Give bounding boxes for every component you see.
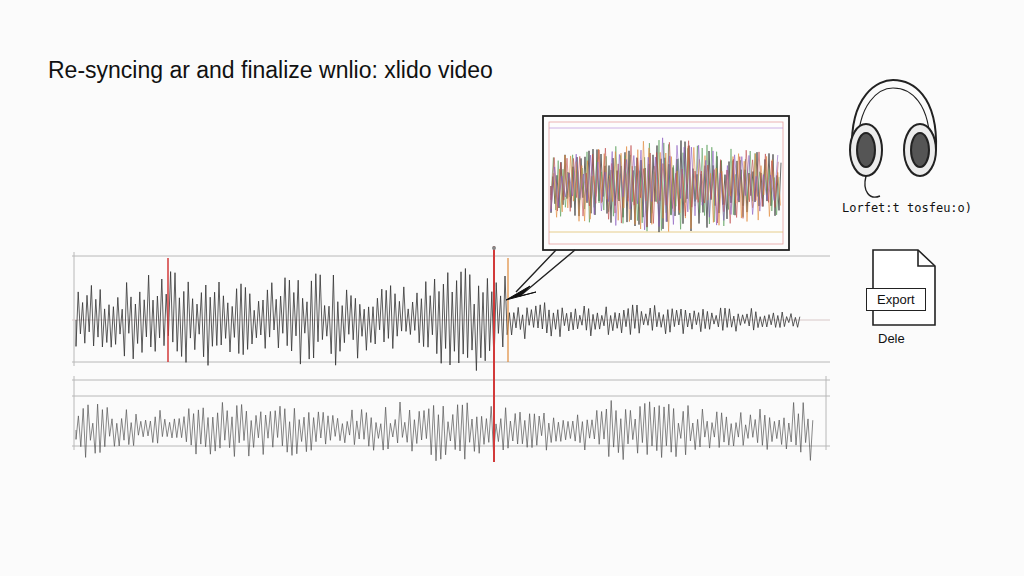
headphones-icon xyxy=(850,80,936,197)
zoom-callout xyxy=(506,116,789,300)
button-text: Export xyxy=(877,292,915,307)
export-button: Export xyxy=(866,288,926,311)
sync-marker xyxy=(168,246,508,462)
waveform-line xyxy=(76,269,800,371)
waveform-line xyxy=(551,138,778,230)
icon-label: Dele xyxy=(878,331,905,346)
icon-label: Lorfet:t tosfeu:o) xyxy=(842,201,972,215)
audio-waveform xyxy=(76,269,800,371)
video-waveform xyxy=(76,401,813,461)
diagram-title: Re-syncing ar and finalize wnlio: xlido … xyxy=(48,54,516,86)
waveform-line xyxy=(76,401,813,461)
